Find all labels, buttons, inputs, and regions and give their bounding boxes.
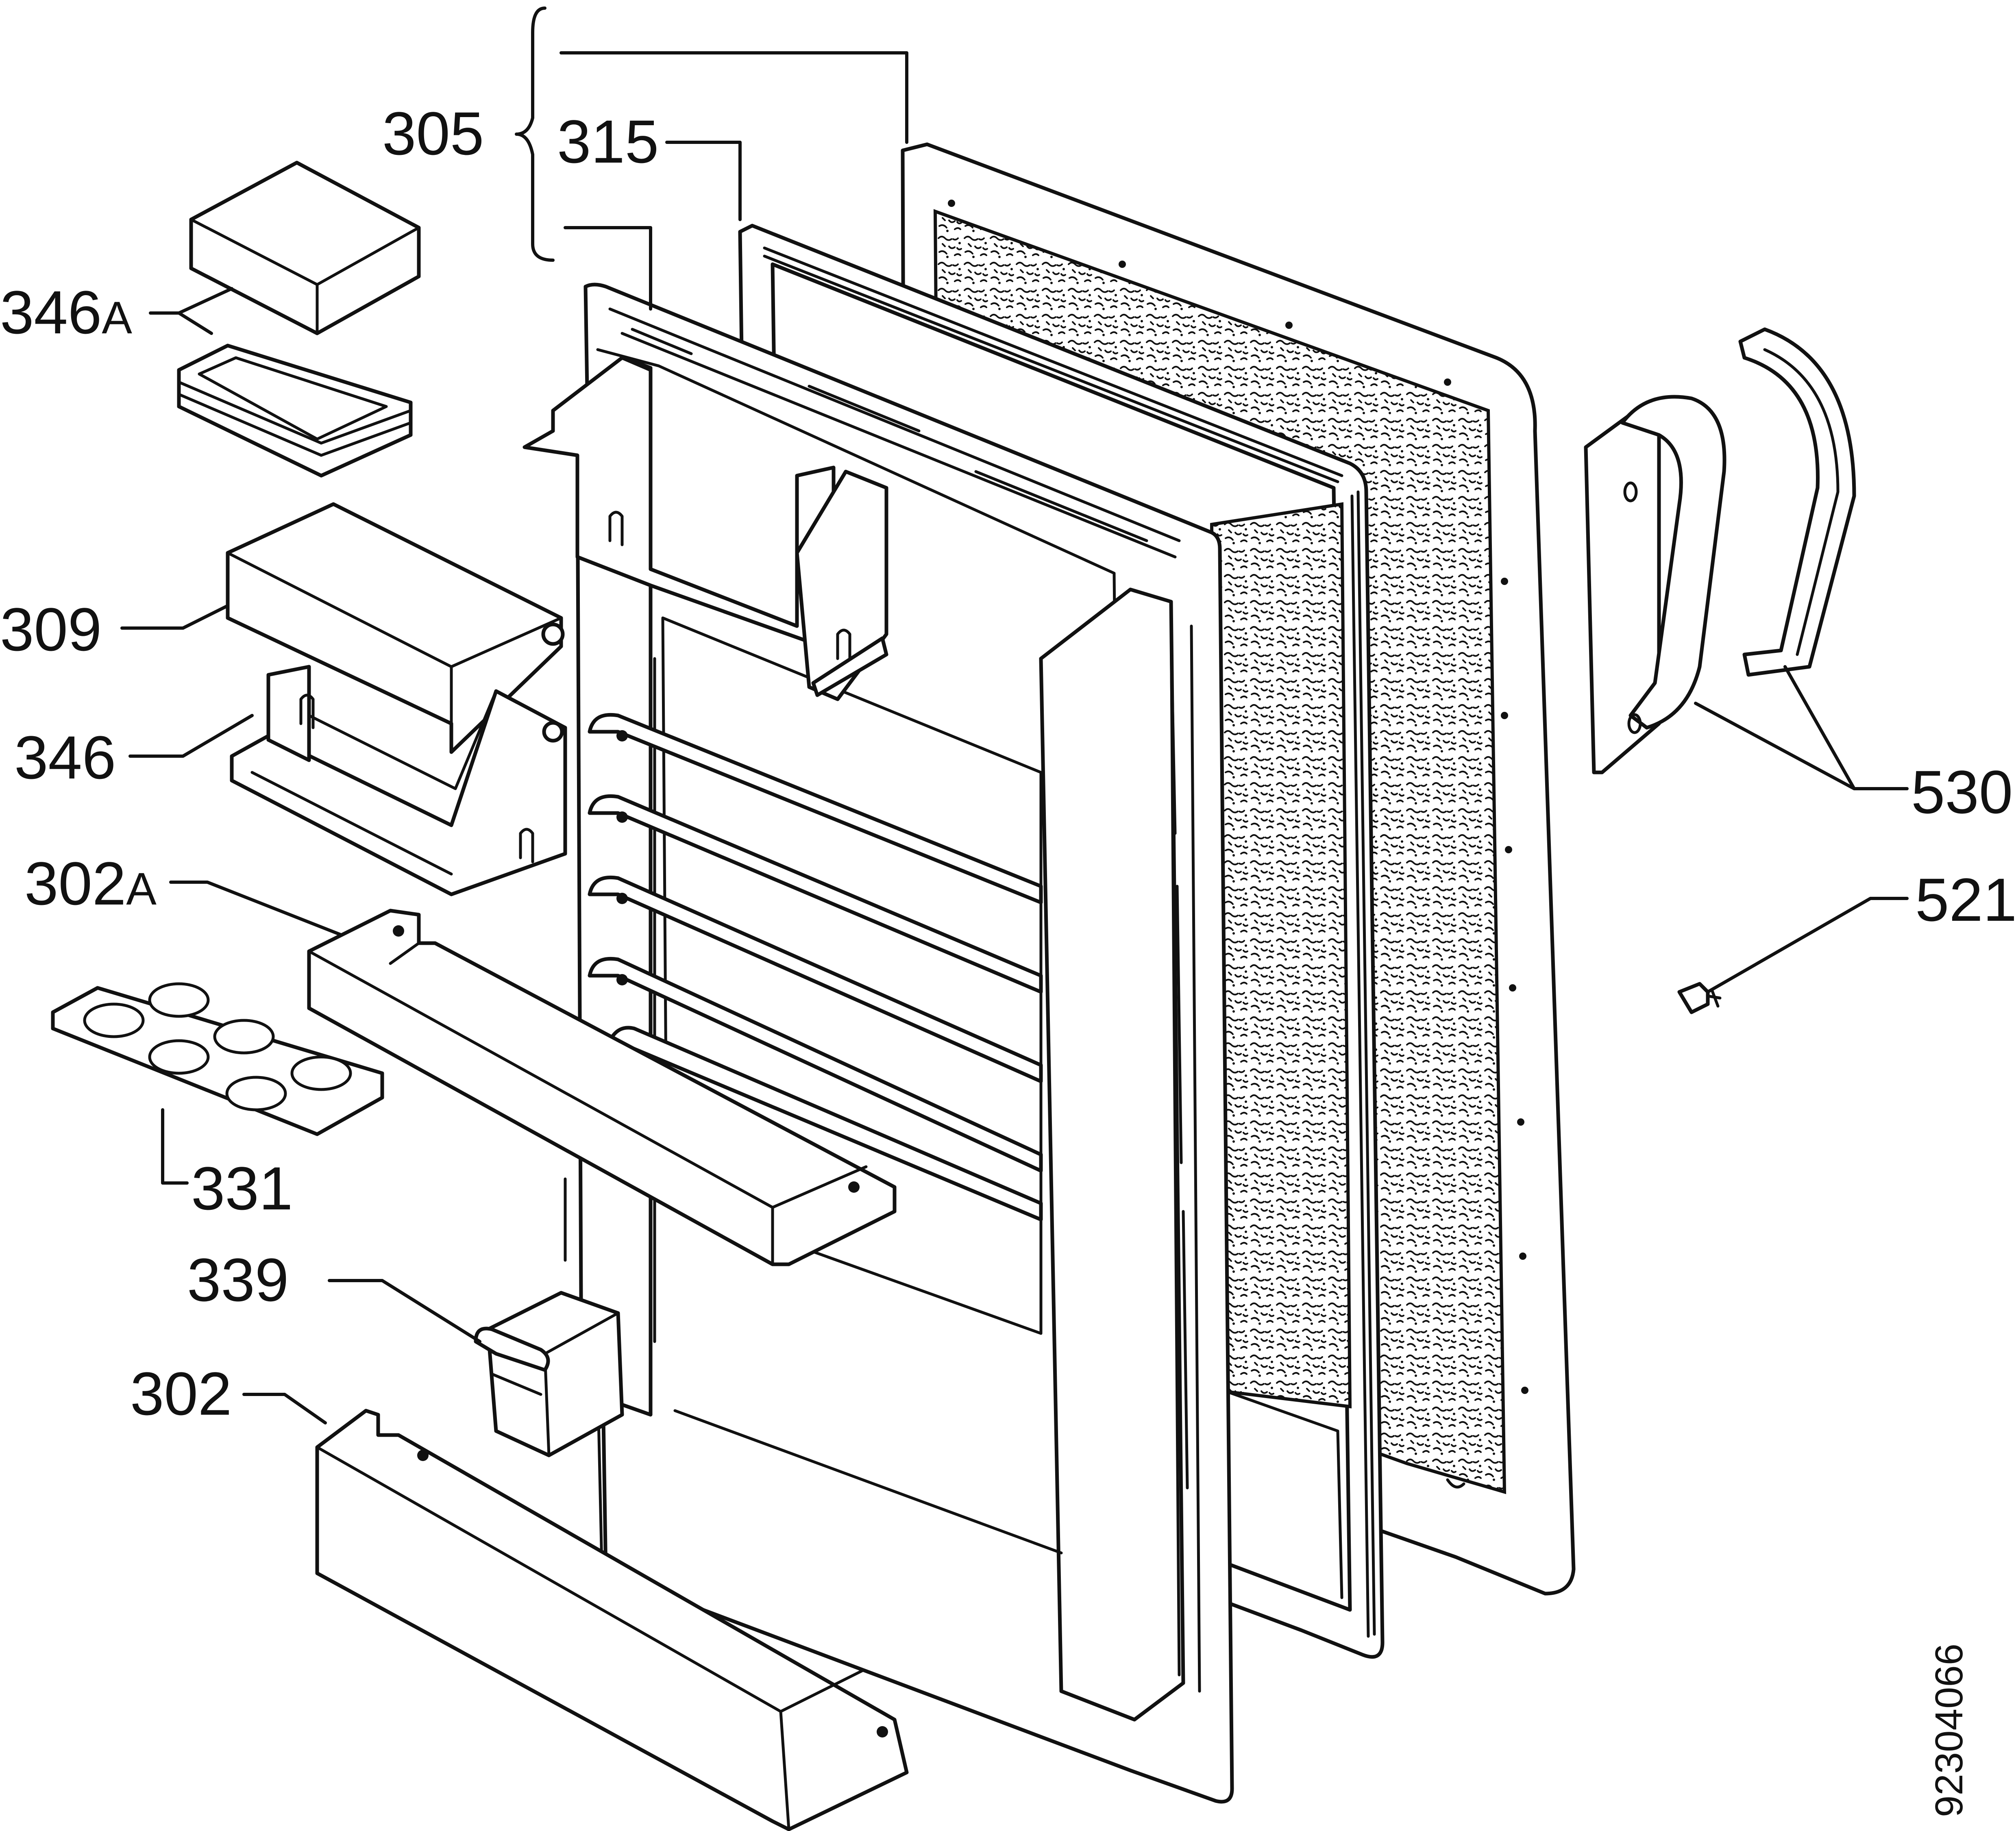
leader-305-inner: [564, 226, 652, 311]
leader-339: [328, 1279, 481, 1343]
leader-305-brace: [515, 7, 555, 262]
part-346a-lid: [189, 161, 421, 335]
part-530-handle: [1584, 395, 1726, 774]
label-305: 305: [382, 99, 484, 167]
leader-309: [120, 604, 229, 630]
part-331-egg-tray: [51, 982, 384, 1136]
leader-521: [1706, 897, 1909, 994]
label-302a: 302A: [24, 849, 157, 918]
leader-lines: [120, 7, 1909, 1424]
leader-305-outer: [560, 51, 908, 144]
part-302-bottom-shelf: [315, 1409, 909, 1831]
label-346a: 346A: [0, 278, 132, 346]
liner-shelf-ribs: [588, 713, 1043, 1222]
label-521: 521: [1915, 865, 2016, 934]
part-530-handle-cover: [1738, 327, 1856, 677]
leader-346: [128, 714, 254, 758]
inner-door-liner: [523, 283, 1234, 1804]
leader-346a: [149, 287, 233, 335]
label-315: 315: [557, 107, 659, 176]
label-346: 346: [14, 723, 116, 792]
part-339-clip: [474, 1291, 624, 1457]
leader-302a: [169, 881, 343, 937]
drawing-code: 92304066: [1927, 1644, 1971, 1817]
part-521-screw: [1677, 982, 1722, 1014]
leader-302: [242, 1393, 327, 1424]
leader-530: [1694, 665, 1909, 790]
part-labels: 305 315 346A 309 346 302A 331 339 302 53…: [0, 99, 2016, 1428]
part-346a-container: [177, 344, 413, 478]
leader-331: [161, 1108, 189, 1185]
label-530: 530: [1911, 758, 2013, 826]
label-331: 331: [191, 1154, 293, 1222]
part-302a-shelf: [307, 909, 897, 1266]
leader-315: [665, 141, 742, 221]
label-302: 302: [130, 1359, 232, 1428]
label-309: 309: [0, 595, 102, 663]
label-339: 339: [187, 1246, 289, 1314]
part-346-container: [230, 665, 567, 896]
